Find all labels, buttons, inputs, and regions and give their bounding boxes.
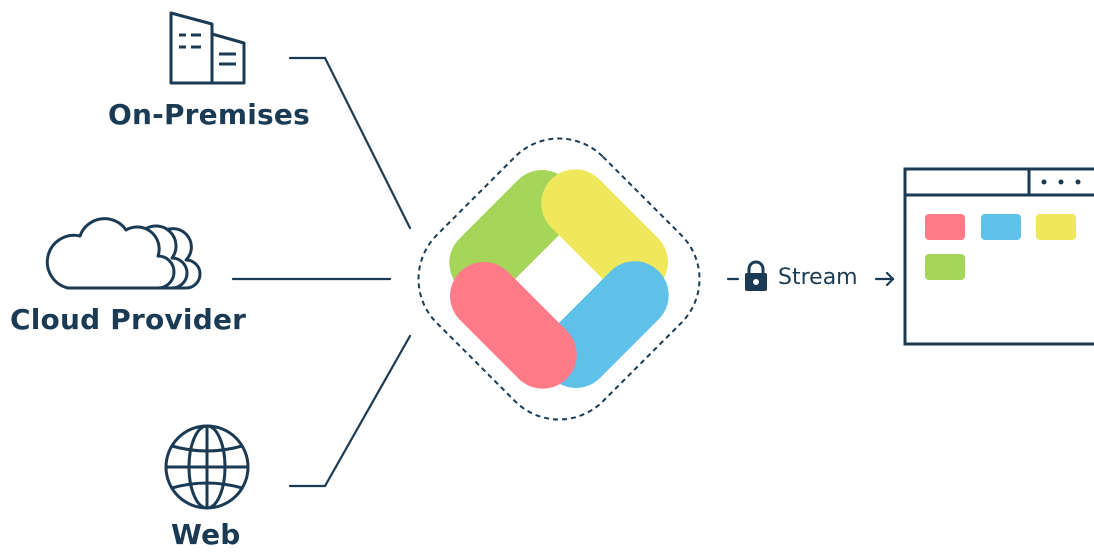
arrow-right-icon (874, 271, 895, 287)
pinwheel-logo-icon (417, 137, 701, 421)
browser-tags (925, 214, 1076, 280)
cloud-icon (45, 217, 202, 290)
stream-label: Stream (778, 265, 858, 290)
globe-icon (164, 424, 250, 510)
tag-yellow (1036, 214, 1076, 240)
source-label-web: Web (171, 518, 241, 551)
tag-green (925, 254, 965, 280)
building-icon (169, 11, 246, 85)
lock-icon (745, 260, 767, 291)
connector-web (288, 334, 412, 488)
pinwheel-pink (450, 261, 577, 389)
source-label-cloud-provider: Cloud Provider (10, 303, 247, 336)
connector-onprem (288, 56, 412, 230)
connector-lines (231, 56, 740, 488)
tag-pink (925, 214, 965, 240)
source-label-on-premises: On-Premises (108, 98, 310, 131)
browser-window-icon (903, 167, 1094, 346)
tag-blue (981, 214, 1021, 240)
